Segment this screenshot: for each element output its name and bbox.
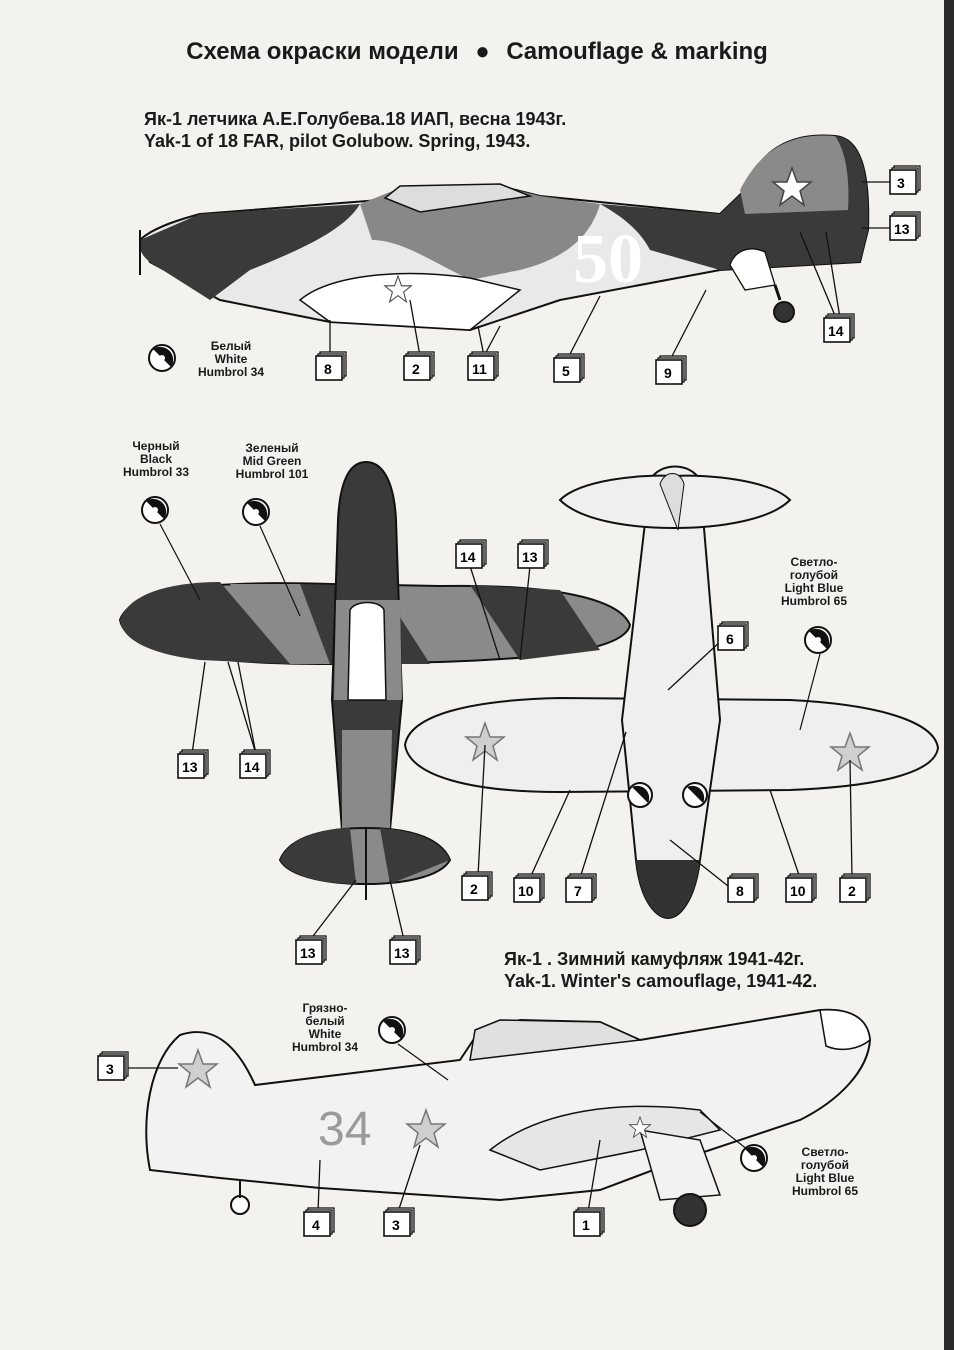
profile1-caption-ru: Як-1 летчика А.Е.Голубева.18 ИАП, весна … (144, 109, 567, 129)
callout-6: 6 (726, 631, 734, 647)
paint-label-dirty-white: Грязно- белый White Humbrol 34 (291, 1001, 358, 1054)
profile2-caption-en: Yak-1. Winter's camouflage, 1941-42. (504, 971, 818, 991)
swatch-dirty-white (378, 1016, 406, 1044)
callout-1: 1 (582, 1217, 590, 1233)
profile2-callouts: 3 4 3 1 (97, 1051, 605, 1237)
paint-label-light-blue-2: Светло- голубой Light Blue Humbrol 65 (791, 1145, 858, 1198)
callout-14: 14 (828, 323, 844, 339)
planform-callouts: 14 13 13 14 13 13 6 2 10 7 8 10 2 (177, 539, 871, 965)
title-separator: ● (475, 38, 490, 65)
paint-label-mid-green: Зеленый Mid Green Humbrol 101 (235, 441, 309, 481)
callout-3: 3 (392, 1217, 400, 1233)
callout-4: 4 (312, 1217, 320, 1233)
page-title: Схема окраски модели ● Camouflage & mark… (0, 38, 954, 66)
callout-9: 9 (664, 365, 672, 381)
callout-13: 13 (894, 221, 910, 237)
title-ru: Схема окраски модели (186, 38, 459, 65)
profile1-aircraft: 50 (138, 134, 870, 332)
callout-7: 7 (574, 883, 582, 899)
callout-13: 13 (522, 549, 538, 565)
callout-5: 5 (562, 363, 570, 379)
swatch-white (148, 344, 176, 372)
swatch-black (141, 496, 169, 524)
title-en: Camouflage & marking (506, 38, 768, 65)
swatch-light-blue-2 (740, 1144, 768, 1172)
scan-edge (944, 0, 954, 1350)
profile2-caption: Як-1 . Зимний камуфляж 1941-42г. Yak-1. … (504, 948, 817, 992)
swatch-mid-green (242, 498, 270, 526)
profile1-callouts: 3 13 14 8 2 11 5 9 (315, 165, 921, 385)
profile2-caption-ru: Як-1 . Зимний камуфляж 1941-42г. (504, 949, 805, 969)
callout-10: 10 (518, 883, 534, 899)
callout-2: 2 (848, 883, 856, 899)
callout-2: 2 (470, 881, 478, 897)
callout-10: 10 (790, 883, 806, 899)
paint-label-white: Белый White Humbrol 34 (197, 339, 264, 379)
callout-14: 14 (244, 759, 260, 775)
profile1-tail-number: 50 (573, 221, 643, 298)
planform-bottom (403, 465, 940, 920)
profile1-caption: Як-1 летчика А.Е.Голубева.18 ИАП, весна … (144, 108, 566, 152)
profile1-caption-en: Yak-1 of 18 FAR, pilot Golubow. Spring, … (144, 131, 531, 151)
callout-3: 3 (897, 175, 905, 191)
planform-top (118, 460, 632, 900)
callout-8: 8 (736, 883, 744, 899)
callout-13: 13 (182, 759, 198, 775)
callout-13: 13 (394, 945, 410, 961)
paint-label-black: Черный Black Humbrol 33 (122, 439, 189, 479)
callout-14: 14 (460, 549, 476, 565)
swatch-light-blue (804, 626, 832, 654)
profile2-tail-number: 34 (318, 1103, 371, 1156)
callout-13: 13 (300, 945, 316, 961)
callout-8: 8 (324, 361, 332, 377)
callout-2: 2 (412, 361, 420, 377)
profile2-aircraft: 34 (145, 1008, 872, 1227)
callout-3: 3 (106, 1061, 114, 1077)
paint-label-light-blue: Светло- голубой Light Blue Humbrol 65 (780, 555, 847, 608)
callout-11: 11 (472, 361, 487, 377)
